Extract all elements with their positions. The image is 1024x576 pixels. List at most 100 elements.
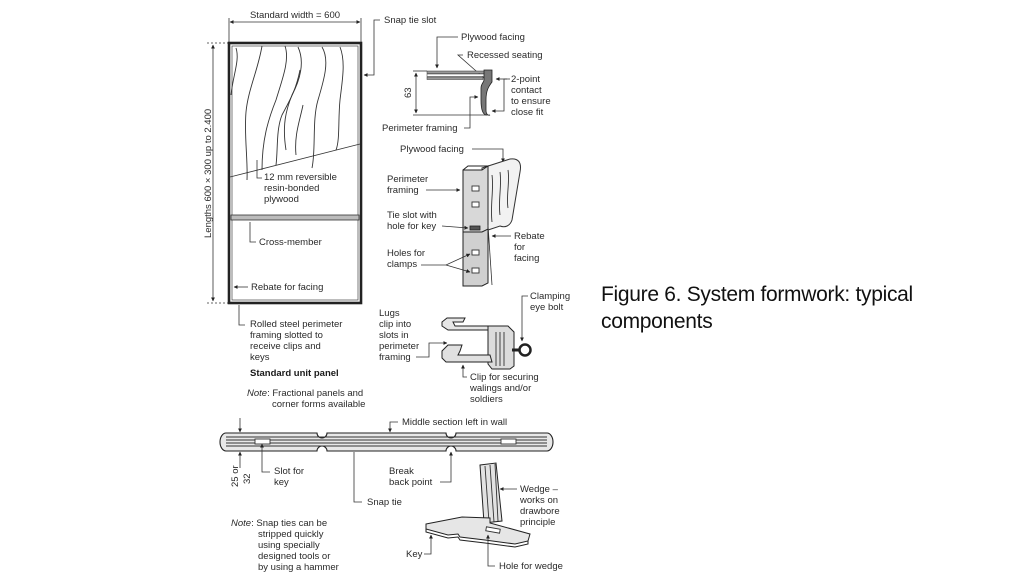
lugs-leader bbox=[416, 341, 448, 358]
contact-label-1: 2-point bbox=[511, 74, 540, 85]
section-framing-leader bbox=[464, 95, 479, 129]
lugs-label-2: clip into bbox=[379, 319, 411, 330]
rebate-label: Rebate for facing bbox=[251, 282, 323, 293]
section-plywood-label: Plywood facing bbox=[461, 32, 525, 43]
key-leader bbox=[424, 534, 433, 555]
frame-rebate-label-2: for bbox=[514, 242, 525, 253]
section-detail: Plywood facing Recessed seating 63 2-poi… bbox=[382, 32, 551, 134]
slot-for-key-label-2: key bbox=[274, 477, 289, 488]
snap-tie-note-1: Note: Snap ties can be bbox=[231, 518, 327, 529]
figure-caption: Figure 6. System formwork: typical compo… bbox=[601, 281, 981, 335]
contact-label-3: to ensure bbox=[511, 96, 551, 107]
wedge bbox=[479, 462, 503, 524]
frame-detail: Plywood facing Perimeter framing Tie slo… bbox=[387, 144, 545, 287]
contact-label-2: contact bbox=[511, 85, 542, 96]
eye-bolt-label-1: Clamping bbox=[530, 291, 570, 302]
holes-label-2: clamps bbox=[387, 259, 417, 270]
snap-tie-label: Snap tie bbox=[367, 497, 402, 508]
key-label: Key bbox=[406, 549, 423, 560]
break-back-label-1: Break bbox=[389, 466, 414, 477]
cross-member-label: Cross-member bbox=[259, 237, 322, 248]
break-back-label-2: back point bbox=[389, 477, 433, 488]
eye-bolt bbox=[518, 343, 532, 357]
break-back-leader bbox=[440, 451, 453, 483]
clip-leader bbox=[461, 364, 467, 378]
lugs-label-3: slots in bbox=[379, 330, 409, 341]
tie-slot-label-2: hole for key bbox=[387, 221, 436, 232]
lugs-label-5: framing bbox=[379, 352, 411, 363]
plywood-label-1: 12 mm reversible bbox=[264, 172, 337, 183]
middle-section-leader bbox=[388, 421, 398, 433]
contact-leader bbox=[491, 78, 510, 113]
snap-tie-note-3: using specially bbox=[258, 540, 320, 551]
panel-note-line-2: corner forms available bbox=[272, 399, 365, 410]
panel-rebate-line bbox=[231, 45, 359, 301]
wedge-label-4: principle bbox=[520, 517, 555, 528]
width-dim-label: Standard width = 600 bbox=[250, 10, 340, 21]
recessed-seating-label: Recessed seating bbox=[467, 50, 543, 61]
slot-for-key-label-1: Slot for bbox=[274, 466, 304, 477]
holes-label-1: Holes for bbox=[387, 248, 425, 259]
slot-for-key-leader bbox=[260, 443, 270, 473]
snap-tie-slot-right bbox=[500, 438, 517, 445]
snap-tie-slot-left bbox=[254, 438, 271, 445]
wedge-label-2: works on bbox=[519, 495, 558, 506]
contact-label-4: close fit bbox=[511, 107, 544, 118]
plywood-label-2: resin-bonded bbox=[264, 183, 319, 194]
standard-unit-panel: Standard width = 600 Lengths 600 × 300 u… bbox=[203, 10, 437, 410]
frame-plywood-label: Plywood facing bbox=[400, 144, 464, 155]
framing-label-3: receive clips and bbox=[250, 341, 321, 352]
dim-32-label: 32 bbox=[242, 473, 253, 484]
figure-caption-line-2: components bbox=[601, 310, 713, 333]
frame-plywood-leader bbox=[472, 148, 505, 163]
plywood-grain bbox=[230, 45, 344, 181]
snap-tie-note-5: by using a hammer bbox=[258, 562, 339, 573]
plywood-label-3: plywood bbox=[264, 194, 299, 205]
cross-member-leader bbox=[249, 222, 256, 243]
framing-label-4: keys bbox=[250, 352, 270, 363]
tie-slot-label-1: Tie slot with bbox=[387, 210, 437, 221]
panel-note-line-1: Note: Fractional panels and bbox=[247, 388, 363, 399]
snap-tie-bar bbox=[219, 432, 554, 452]
dim-63-label: 63 bbox=[403, 87, 414, 98]
wedge-label-1: Wedge – bbox=[520, 484, 559, 495]
frame-rebate-label-1: Rebate bbox=[514, 231, 545, 242]
hole-for-wedge-leader bbox=[486, 534, 495, 567]
snap-tie-note-2: stripped quickly bbox=[258, 529, 324, 540]
lugs-label-1: Lugs bbox=[379, 308, 400, 319]
standard-unit-panel-title: Standard unit panel bbox=[250, 368, 339, 379]
wedge-label-3: drawbore bbox=[520, 506, 560, 517]
perimeter-framing-profile bbox=[480, 69, 493, 116]
tie-slot-leader bbox=[441, 225, 469, 230]
dim-25-label: 25 or bbox=[230, 465, 241, 487]
middle-section-label: Middle section left in wall bbox=[402, 417, 507, 428]
framing-leader bbox=[238, 305, 245, 326]
snap-tie-detail: Middle section left in wall 25 or 32 Slo… bbox=[219, 417, 554, 573]
lugs-label-4: perimeter bbox=[379, 341, 419, 352]
hole-for-wedge-label: Hole for wedge bbox=[499, 561, 563, 572]
frame-rebate-label-3: facing bbox=[514, 253, 539, 264]
length-dim-label: Lengths 600 × 300 up to 2.400 bbox=[203, 109, 214, 238]
clip-detail: Clamping eye bolt Lugs clip into slots i… bbox=[379, 291, 570, 405]
eye-bolt-leader bbox=[520, 295, 528, 342]
snap-tie-slot-leader bbox=[363, 19, 380, 77]
snap-tie-slot-label: Snap tie slot bbox=[384, 15, 437, 26]
plywood-leader bbox=[256, 160, 262, 179]
holes-leader-2 bbox=[445, 264, 471, 273]
wedge-key-detail: Wedge – works on drawbore principle Key … bbox=[406, 462, 563, 572]
framing-label-2: framing slotted to bbox=[250, 330, 323, 341]
clip-label-3: soldiers bbox=[470, 394, 503, 405]
snap-tie-note-4: designed tools or bbox=[258, 551, 330, 562]
cross-member bbox=[230, 214, 360, 221]
figure-caption-line-1: Figure 6. System formwork: typical bbox=[601, 283, 913, 306]
section-framing-label: Perimeter framing bbox=[382, 123, 458, 134]
key bbox=[425, 516, 531, 545]
recessed-seating-leader bbox=[456, 54, 485, 79]
clip-label-1: Clip for securing bbox=[470, 372, 539, 383]
snap-tie-leader bbox=[353, 452, 362, 503]
clip-label-2: walings and/or bbox=[469, 383, 531, 394]
frame-perimeter-label-1: Perimeter bbox=[387, 174, 428, 185]
framing-label-1: Rolled steel perimeter bbox=[250, 319, 342, 330]
panel-frame bbox=[227, 41, 363, 305]
